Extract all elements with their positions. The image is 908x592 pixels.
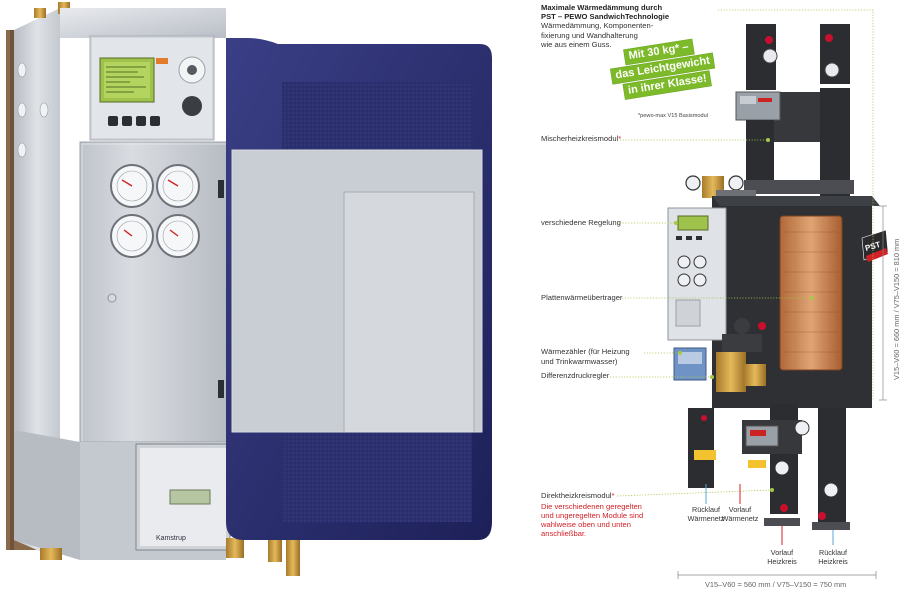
pipe-return-network-line2: Wärmenetz — [687, 514, 725, 523]
pipe-label-flow-network: Vorlauf Wärmenetz — [716, 505, 764, 523]
module-note-3: wahlweise oben und unten — [541, 520, 631, 529]
pipe-return-network-line1: Rücklauf — [692, 505, 720, 514]
headline-line-3: Wärmedämmung, Komponenten- — [541, 21, 654, 31]
badge-footnote: *pewo-max V15 Basismodul — [638, 113, 708, 119]
dimension-height: V15–V60 = 660 mm / V75–V150 = 810 mm — [892, 238, 901, 380]
label-direct-module-asterisk: * — [611, 491, 615, 500]
pipe-return-heating-line2: Heizkreis — [818, 557, 848, 566]
module-note-4: anschließbar. — [541, 529, 587, 538]
pipe-flow-network-line2: Wärmenetz — [721, 514, 759, 523]
label-heat-meter-1: Wärmezähler (für Heizung — [541, 347, 630, 356]
meter-brand-label: Kamstrup — [156, 535, 186, 542]
pipe-flow-heating-line1: Vorlauf — [770, 548, 794, 557]
pipe-flow-heating-line2: Heizkreis — [767, 557, 797, 566]
label-mixing-module-asterisk: * — [618, 134, 622, 143]
controller-panel — [667, 207, 727, 341]
headline-line-4: fixierung und Wandhalterung — [541, 30, 638, 40]
headline-block: Maximale Wärmedämmung durch PST – PEWO S… — [541, 3, 721, 49]
pipe-flow-network-line1: Vorlauf — [728, 505, 752, 514]
direct-circuit-module — [688, 404, 850, 530]
pressure-gauges — [110, 164, 200, 258]
plate-heat-exchanger — [779, 215, 843, 371]
module-note-2: und ungeregelten Module sind — [541, 511, 644, 520]
top-gauges — [685, 175, 744, 191]
pipe-label-flow-heating: Vorlauf Heizkreis — [758, 548, 806, 566]
pipe-label-return-heating: Rücklauf Heizkreis — [809, 548, 857, 566]
headline-line-2: PST – PEWO SandwichTechnologie — [541, 12, 670, 22]
pipe-return-heating-line1: Rücklauf — [819, 548, 847, 557]
label-direct-module-text: Direktheizkreismodul — [541, 491, 612, 500]
controller-buttons — [108, 116, 160, 126]
headline-line-1: Maximale Wärmedämmung durch — [541, 3, 663, 12]
dimension-width: V15–V60 = 560 mm / V75–V150 = 750 mm — [705, 580, 847, 589]
headline-line-5: wie aus einem Guss. — [541, 39, 612, 49]
label-heat-meter-2: und Trinkwarmwasser) — [541, 357, 618, 366]
pst-logo-badge: PST — [861, 229, 889, 262]
label-direct-module: Direktheizkreismodul* — [541, 491, 614, 500]
leader-lines — [610, 9, 874, 497]
label-mixing-module-text: Mischerheizkreismodul — [541, 134, 619, 143]
label-mixing-module: Mischerheizkreismodul* — [541, 134, 621, 143]
mixing-circuit-module — [735, 24, 854, 198]
label-diff-pressure: Differenzdruckregler — [541, 371, 610, 380]
label-controller: verschiedene Regelung — [541, 218, 621, 227]
rotary-knob — [182, 96, 202, 116]
pipe-label-return-network: Rücklauf Wärmenetz — [682, 505, 730, 523]
module-note-1: Die verschiedenen geregelten — [541, 502, 642, 511]
pst-logo-text: PST — [864, 240, 882, 253]
label-plate-heat-exchanger: Plattenwärmeübertrager — [541, 293, 623, 302]
cabinet-door — [79, 141, 231, 443]
